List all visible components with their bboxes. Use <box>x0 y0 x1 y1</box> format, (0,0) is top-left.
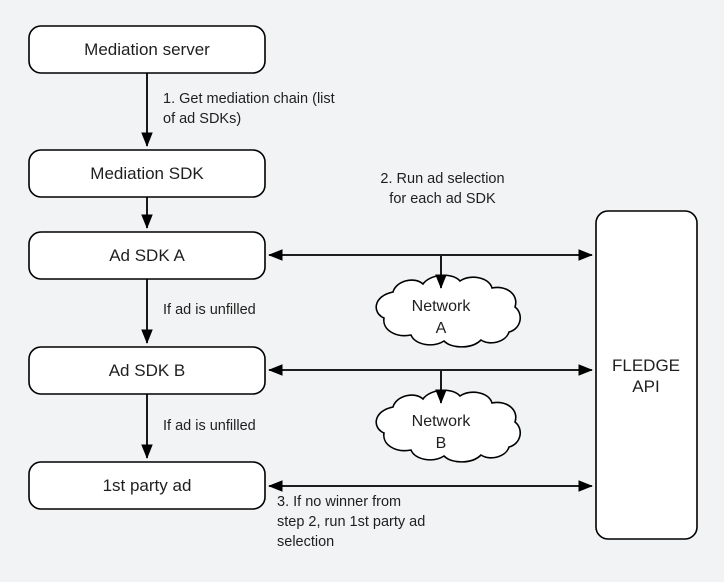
node-label-first-party-ad: 1st party ad <box>103 476 192 495</box>
node-label-network-a-line2: A <box>436 320 447 337</box>
node-first-party-ad[interactable] <box>28 461 266 510</box>
node-label-fledge-api-line1: FLEDGE <box>612 356 680 375</box>
edge-label-if-ad-unfilled-b: If ad is unfilled <box>163 418 256 434</box>
node-label-mediation-server: Mediation server <box>84 40 210 59</box>
node-label-network-a-line1: Network <box>412 298 472 315</box>
node-label-mediation-sdk: Mediation SDK <box>90 164 204 183</box>
node-label-fledge-api-line2: API <box>632 377 659 396</box>
node-label-ad-sdk-a: Ad SDK A <box>109 246 185 265</box>
node-network-b[interactable] <box>375 389 522 463</box>
node-network-a[interactable] <box>375 274 522 348</box>
edge-label-step-3: 3. If no winner from step 2, run 1st par… <box>277 494 426 550</box>
edge-label-step-2: 2. Run ad selection for each ad SDK <box>380 171 505 207</box>
edge-label-if-ad-unfilled-a: If ad is unfilled <box>163 302 256 318</box>
node-fledge-api[interactable] <box>595 210 698 540</box>
node-label-network-b-line1: Network <box>412 413 472 430</box>
node-label-ad-sdk-b: Ad SDK B <box>109 361 186 380</box>
node-label-network-b-line2: B <box>436 435 447 452</box>
edge-label-step-1: 1. Get mediation chain (list of ad SDKs) <box>163 91 335 127</box>
